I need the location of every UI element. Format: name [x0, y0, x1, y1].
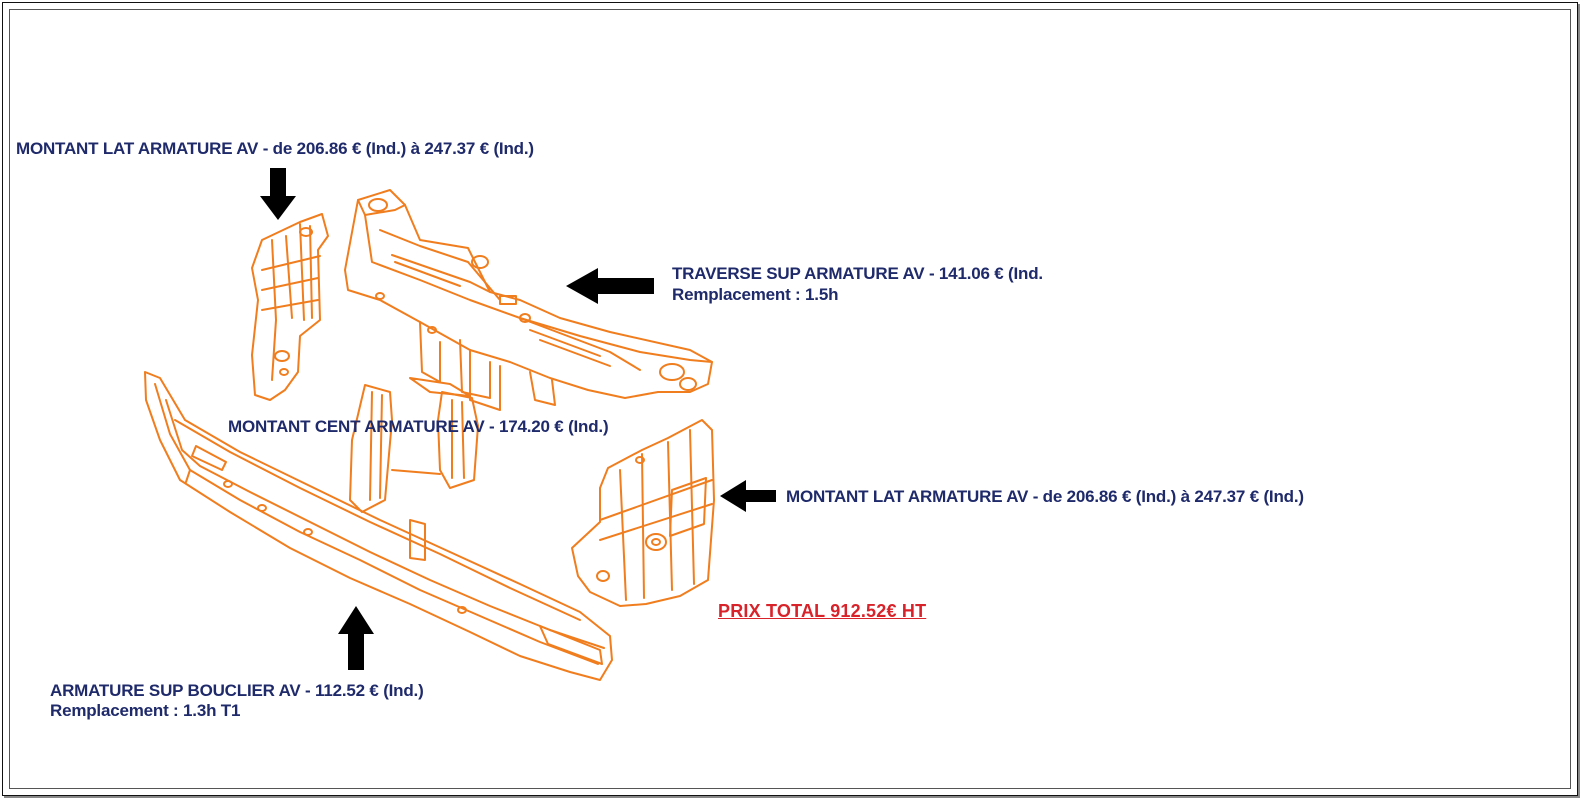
- diagram-inner-border: [9, 9, 1571, 789]
- arrow-up-icon: [338, 606, 374, 670]
- label-armature-sup-bouclier-remplacement: Remplacement : 1.3h T1: [50, 701, 241, 720]
- montant-lat-left-part: [251, 213, 329, 401]
- label-montant-lat-right: MONTANT LAT ARMATURE AV - de 206.86 € (I…: [786, 487, 1304, 506]
- montant-lat-right-part: [571, 419, 715, 607]
- traverse-sup-part: [344, 189, 713, 411]
- label-traverse-sup: TRAVERSE SUP ARMATURE AV - 141.06 € (Ind…: [672, 264, 1043, 283]
- total-price: PRIX TOTAL 912.52€ HT: [718, 601, 927, 621]
- label-armature-sup-bouclier: ARMATURE SUP BOUCLIER AV - 112.52 € (Ind…: [50, 681, 424, 700]
- label-montant-cent: MONTANT CENT ARMATURE AV - 174.20 € (Ind…: [228, 417, 609, 436]
- arrow-down-icon: [260, 168, 296, 220]
- label-traverse-sup-remplacement: Remplacement : 1.5h: [672, 285, 839, 304]
- label-montant-lat-left: MONTANT LAT ARMATURE AV - de 206.86 € (I…: [16, 139, 534, 158]
- montant-cent-part: [349, 384, 479, 561]
- armature-sup-bouclier-part: [144, 371, 613, 681]
- arrow-left-icon: [720, 480, 776, 512]
- arrow-left-icon: [566, 268, 654, 304]
